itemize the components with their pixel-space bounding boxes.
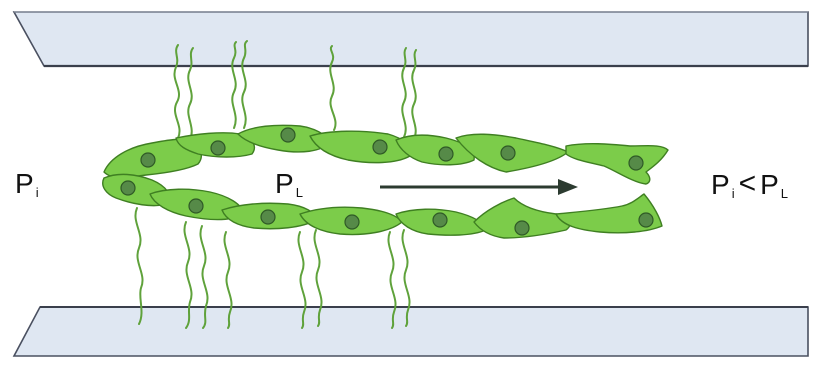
cell-nucleus [639, 213, 653, 227]
endothelial-cell [566, 144, 668, 184]
top-plate [14, 12, 808, 66]
bottom-plate [14, 307, 808, 356]
cell-nucleus [501, 146, 515, 160]
cell-nucleus [211, 141, 225, 155]
cell-nucleus [629, 156, 643, 170]
cell-nucleus [189, 199, 203, 213]
cell-nucleus [141, 153, 155, 167]
cell-nucleus [373, 140, 387, 154]
cell-nucleus [345, 215, 359, 229]
flow-arrow-icon [380, 179, 578, 195]
cell-nucleus [433, 213, 447, 227]
cell-nucleus [121, 181, 135, 195]
cell-nucleus [261, 210, 275, 224]
cell-nucleus [439, 147, 453, 161]
cell-nucleus [515, 221, 529, 235]
cell-nucleus [281, 128, 295, 142]
endothelial-cell [310, 131, 411, 162]
